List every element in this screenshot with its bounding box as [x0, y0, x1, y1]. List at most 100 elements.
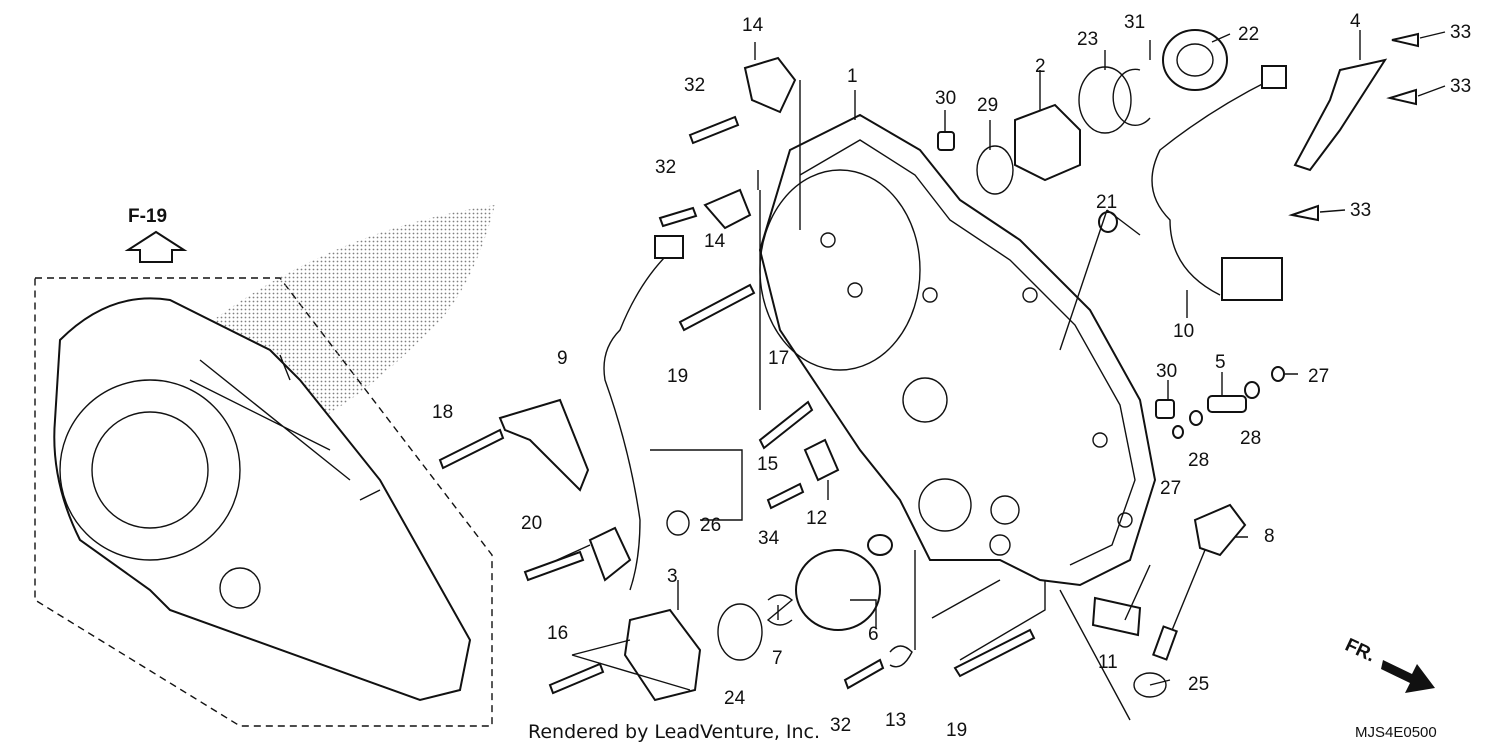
diagram-code: MJS4E0500: [1355, 724, 1437, 741]
clip-13: [889, 645, 913, 668]
callout-1: 1: [847, 66, 858, 87]
wire-15: [603, 249, 673, 591]
bolt-32-b: [658, 206, 698, 228]
callout-18: 18: [432, 402, 453, 423]
oil-filter: [795, 549, 881, 631]
cover-hub-inner: [91, 411, 209, 529]
dipstick: [1167, 549, 1206, 641]
filter-cover-3: [623, 608, 702, 702]
sensor-connector: [1261, 65, 1287, 89]
bolt-33-a: [1391, 32, 1419, 48]
dowel-pin-top: [937, 131, 955, 151]
cover-bolt-hole-5: [1092, 432, 1108, 448]
callout-31: 31: [1124, 12, 1145, 33]
front-arrow: FR.: [1342, 635, 1435, 693]
callout-30-top: 30: [935, 88, 956, 109]
bolt-17: [758, 400, 814, 450]
callout-17: 17: [768, 348, 789, 369]
bolt-32-bottom: [843, 658, 885, 690]
callout-15: 15: [757, 454, 778, 475]
bolt-19-top: [678, 283, 756, 332]
callout-6: 6: [868, 624, 879, 645]
callout-2: 2: [1035, 56, 1046, 77]
washer-26: [666, 510, 690, 536]
bearing-inner: [1176, 43, 1214, 77]
cover-bolt-hole-1: [820, 232, 836, 248]
footer-credit: Rendered by LeadVenture, Inc.: [528, 721, 820, 743]
callout-33-a: 33: [1450, 22, 1471, 43]
callout-27-right: 27: [1308, 366, 1329, 387]
callout-27-left: 27: [1160, 478, 1181, 499]
o-ring-29: [976, 145, 1014, 195]
callout-14-lower: 14: [704, 231, 726, 252]
callout-25: 25: [1188, 674, 1209, 695]
bolt-19-bottom: [953, 628, 1036, 678]
dowel-pin-right: [1155, 399, 1175, 419]
callout-33-c: 33: [1350, 200, 1371, 221]
dipstick-tip: [1152, 625, 1178, 661]
washer-27-b: [1172, 425, 1184, 439]
bolt-33-b: [1386, 88, 1417, 106]
crankcase-cover-group: [758, 113, 1157, 587]
small-parts-group: [438, 29, 1419, 702]
dipstick-cap: [1193, 503, 1247, 557]
callout-12: 12: [806, 508, 827, 529]
cover-boss-d: [989, 534, 1011, 556]
callout-32-bottom: 32: [830, 715, 851, 736]
callout-29: 29: [977, 95, 998, 116]
sensor-body: [1221, 257, 1283, 301]
cover-plug: [219, 567, 261, 609]
callout-34: 34: [758, 528, 780, 549]
cover-bolt-hole-6: [1117, 512, 1133, 528]
o-ring-25: [1133, 672, 1167, 698]
o-ring-24: [717, 603, 763, 661]
bracket-9: [498, 398, 590, 492]
callout-11: 11: [1098, 652, 1118, 673]
circlip: [1112, 68, 1151, 127]
callout-22: 22: [1238, 24, 1259, 45]
callout-33-b: 33: [1450, 76, 1471, 97]
cover-boss-a: [902, 377, 948, 423]
callout-23: 23: [1077, 29, 1098, 50]
bolt-34: [766, 482, 805, 510]
callout-numbers: 1 2 3 4 5 6 7 8 9 10 11 12 13 14 14 15 1…: [432, 11, 1471, 741]
callout-32-b: 32: [655, 157, 676, 178]
callout-30-right: 30: [1156, 361, 1177, 382]
bolt-5: [1207, 395, 1247, 413]
callout-14-top: 14: [742, 15, 764, 36]
crankcase-cover: [758, 113, 1157, 587]
leader-lines: [556, 30, 1446, 721]
callout-19-top: 19: [667, 366, 688, 387]
spring: [766, 594, 794, 626]
bolt-33-c: [1288, 204, 1319, 222]
washer-28-a: [1244, 381, 1260, 399]
cover-hub-outer: [59, 379, 241, 561]
cover-ribs: [189, 354, 381, 501]
callout-8: 8: [1264, 526, 1275, 547]
callout-24: 24: [724, 688, 746, 709]
callout-4: 4: [1350, 11, 1361, 32]
bolt-20: [523, 550, 585, 582]
reference-cover-group: F-19: [34, 205, 495, 727]
o-ring-23: [1078, 66, 1132, 134]
up-arrow-icon: [124, 230, 188, 263]
callout-9: 9: [557, 348, 568, 369]
bolt-18: [438, 428, 505, 470]
callout-20: 20: [521, 513, 542, 534]
clip-12: [803, 438, 840, 482]
callout-28-right: 28: [1240, 428, 1261, 449]
bracket-14-lower: [703, 188, 752, 230]
cover-bolt-hole-2: [847, 282, 863, 298]
oil-filter-end: [867, 534, 893, 556]
wire-15-connector: [654, 235, 684, 259]
callout-7: 7: [772, 648, 783, 669]
washer-27-a: [1271, 366, 1285, 382]
washer-28-b: [1189, 410, 1203, 426]
callout-28-left: 28: [1188, 450, 1209, 471]
oil-pump: [1014, 103, 1081, 182]
cover-boss-c: [990, 495, 1020, 525]
callout-21: 21: [1096, 192, 1117, 213]
front-label: FR.: [1342, 635, 1379, 667]
cover-outline: [53, 297, 472, 702]
